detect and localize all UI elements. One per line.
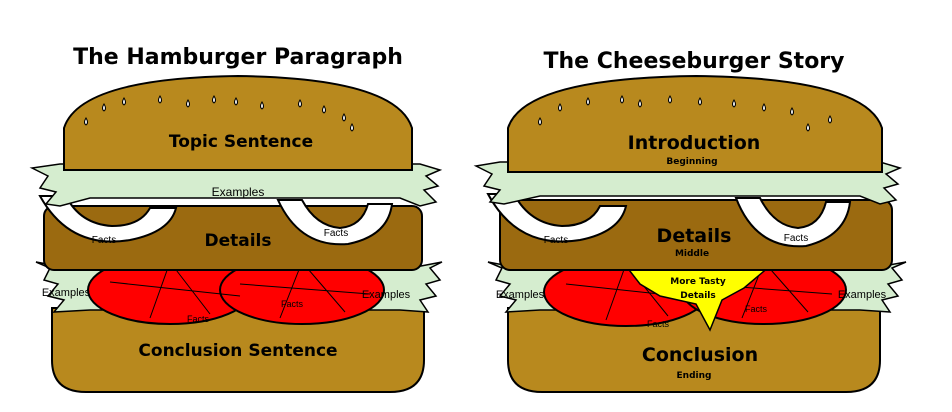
right-cheese-line1: More Tasty: [670, 277, 726, 287]
right-introduction: Introduction: [628, 132, 761, 154]
right-onion-right-label: Facts: [784, 233, 808, 244]
right-cheese-line2: Details: [680, 291, 715, 301]
left-onion-left-label: Facts: [92, 235, 116, 246]
left-side-right-label: Examples: [362, 289, 411, 301]
left-tomato-left-label: Facts: [187, 314, 210, 324]
left-lettuce-upper: [29, 163, 443, 207]
cheeseburger-story: The Cheeseburger Story: [473, 49, 907, 393]
right-onion-left-label: Facts: [544, 235, 568, 246]
left-bottom-bun: [51, 307, 425, 393]
left-topic-sentence: Topic Sentence: [169, 132, 313, 152]
right-beginning: Beginning: [666, 157, 717, 167]
left-patty-label: Details: [204, 231, 271, 251]
right-patty-label: Details: [657, 225, 732, 247]
left-onions: [38, 195, 394, 246]
left-tomatoes: [87, 255, 385, 325]
right-title: The Cheeseburger Story: [543, 49, 844, 74]
left-lettuce-label: Examples: [212, 185, 265, 199]
right-bottom-bun: [507, 307, 881, 393]
right-conclusion: Conclusion: [642, 344, 758, 366]
right-cheese: [624, 265, 773, 332]
right-onions: [486, 193, 852, 248]
left-side-left-label: Examples: [42, 287, 91, 299]
right-top-bun: [507, 74, 883, 173]
hamburger-paragraph: The Hamburger Paragraph: [29, 45, 443, 393]
right-tomato-right-label: Facts: [745, 304, 768, 314]
right-side-left-label: Examples: [496, 289, 545, 301]
left-onion-right-label: Facts: [324, 228, 348, 239]
left-conclusion-sentence: Conclusion Sentence: [138, 341, 337, 361]
right-middle: Middle: [675, 249, 709, 259]
left-tomato-right-label: Facts: [281, 299, 304, 309]
left-top-bun: [63, 74, 413, 171]
right-tomato-left-label: Facts: [647, 319, 670, 329]
right-side-right-label: Examples: [838, 289, 887, 301]
left-title: The Hamburger Paragraph: [73, 45, 403, 70]
right-ending: Ending: [677, 371, 712, 381]
